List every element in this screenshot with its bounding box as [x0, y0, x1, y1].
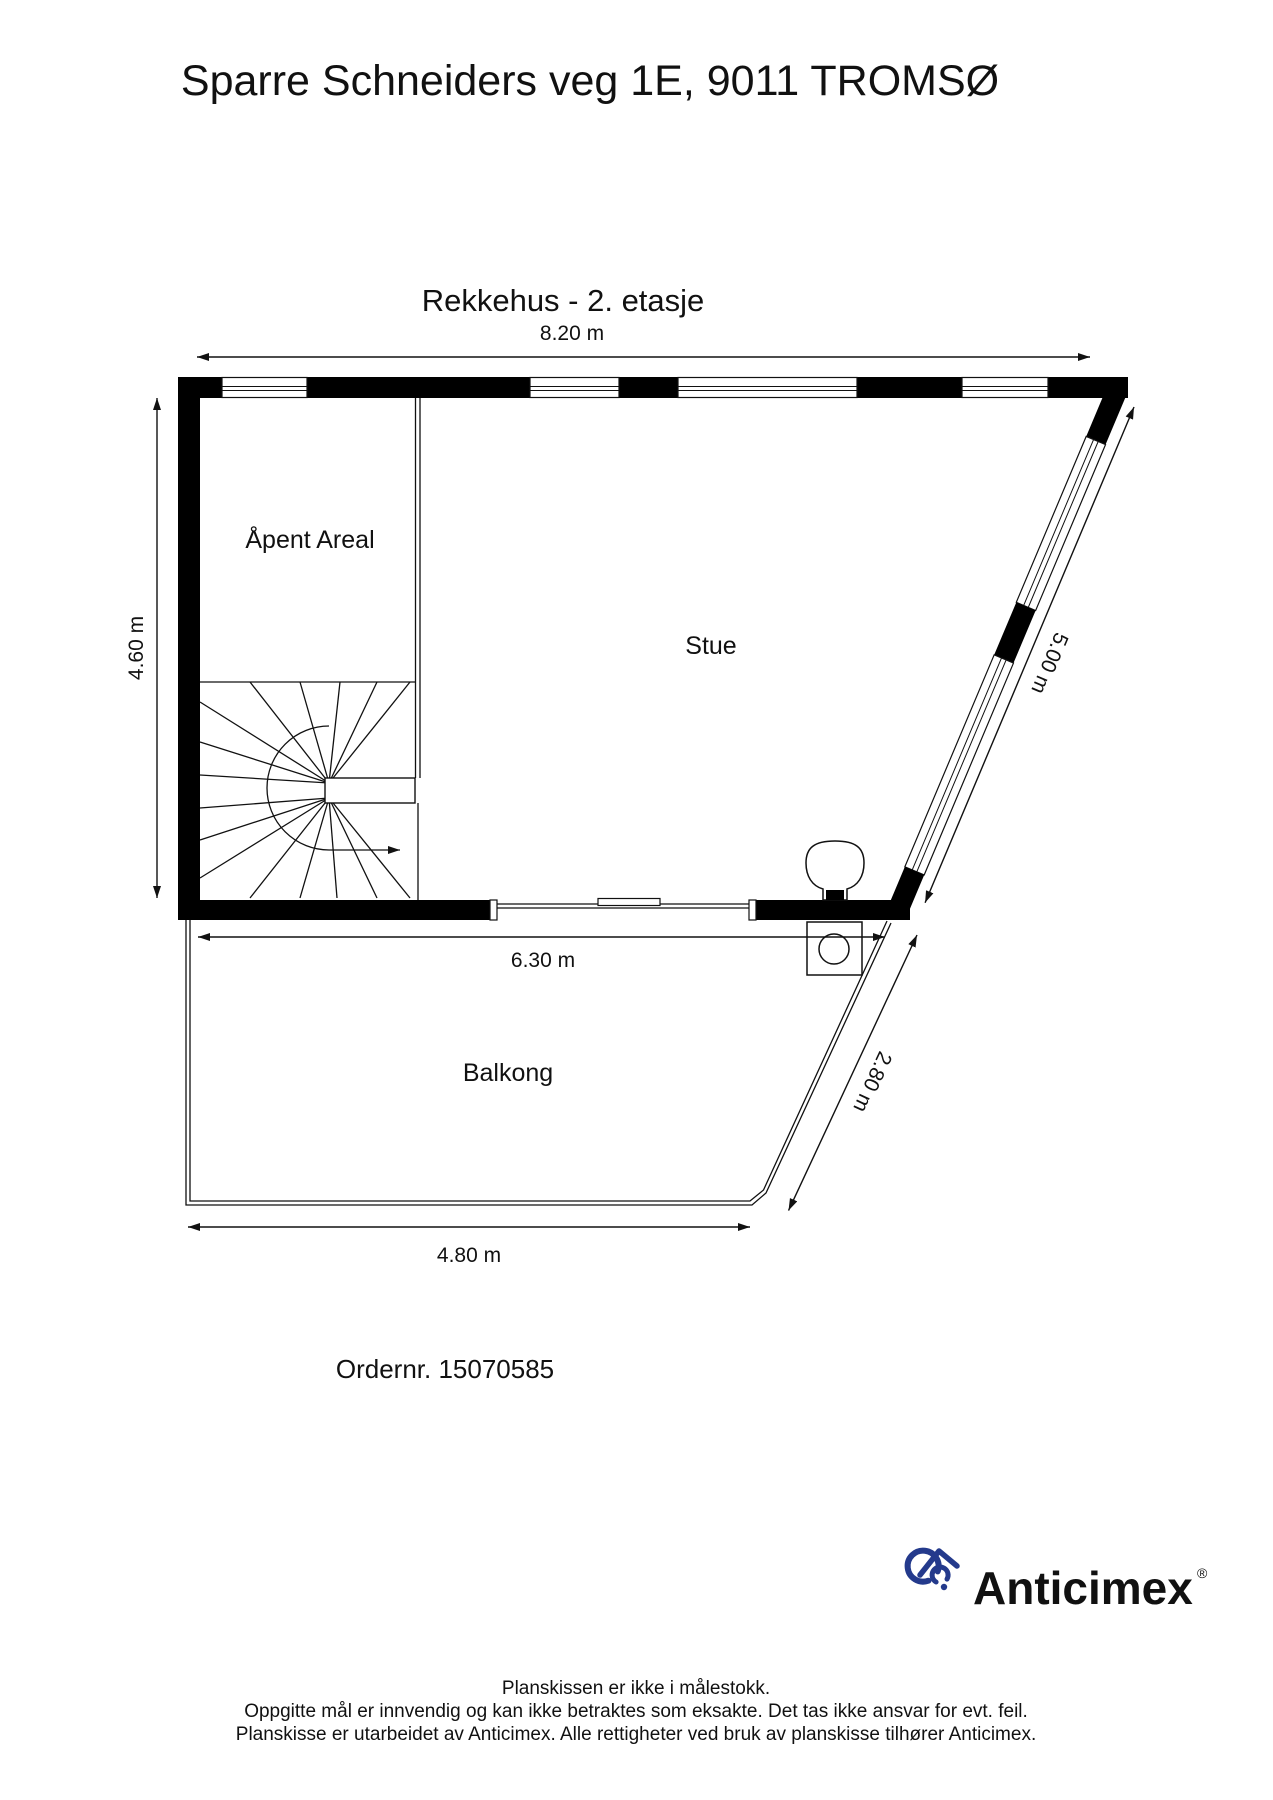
window: [961, 376, 1049, 399]
toilet-cistern: [806, 921, 863, 976]
stair-landing: [324, 777, 416, 804]
window: [529, 376, 620, 399]
anticimex-logo-icon: [904, 1547, 960, 1591]
toilet: [805, 840, 865, 901]
page-title: Sparre Schneiders veg 1E, 9011 TROMSØ: [181, 57, 999, 105]
exterior-walls: [178, 377, 1128, 920]
footer-line-3: Planskisse er utarbeidet av Anticimex. A…: [236, 1724, 1036, 1745]
dimension-balcony-width-label: 6.30 m: [511, 949, 575, 972]
dimension-top: 8.20 m: [197, 322, 1090, 361]
stair-walking-line: [266, 725, 400, 854]
room-label-apent-areal: Åpent Areal: [245, 524, 374, 554]
partition-wall: [414, 398, 421, 900]
dimension-balcony-width: 6.30 m: [198, 933, 885, 972]
staircase: [199, 681, 416, 899]
room-label-stue: Stue: [685, 632, 736, 660]
footer-line-2: Oppgitte mål er innvendig og kan ikke be…: [244, 1701, 1028, 1722]
dimension-balcony-bottom-label: 4.80 m: [437, 1244, 501, 1267]
order-number: Ordernr. 15070585: [336, 1354, 554, 1384]
dimension-balcony-bottom: 4.80 m: [188, 1223, 750, 1267]
window: [677, 376, 858, 399]
dimension-left-label: 4.60 m: [125, 616, 148, 680]
anticimex-logo: Anticimex ®: [904, 1547, 1208, 1614]
dimension-left: 4.60 m: [125, 398, 161, 898]
footer-disclaimer: Planskissen er ikke i målestokk. Oppgitt…: [236, 1678, 1036, 1745]
sliding-door: [489, 897, 757, 921]
window: [221, 376, 308, 399]
left-wall: [178, 377, 200, 920]
dimension-top-label: 8.20 m: [540, 322, 604, 345]
plan-title: Rekkehus - 2. etasje: [422, 283, 705, 318]
room-label-balkong: Balkong: [463, 1059, 553, 1087]
top-wall-windows: [221, 376, 1049, 399]
footer-line-1: Planskissen er ikke i målestokk.: [502, 1678, 770, 1699]
anticimex-logo-text: Anticimex: [973, 1562, 1193, 1614]
registered-trademark-icon: ®: [1197, 1565, 1208, 1581]
